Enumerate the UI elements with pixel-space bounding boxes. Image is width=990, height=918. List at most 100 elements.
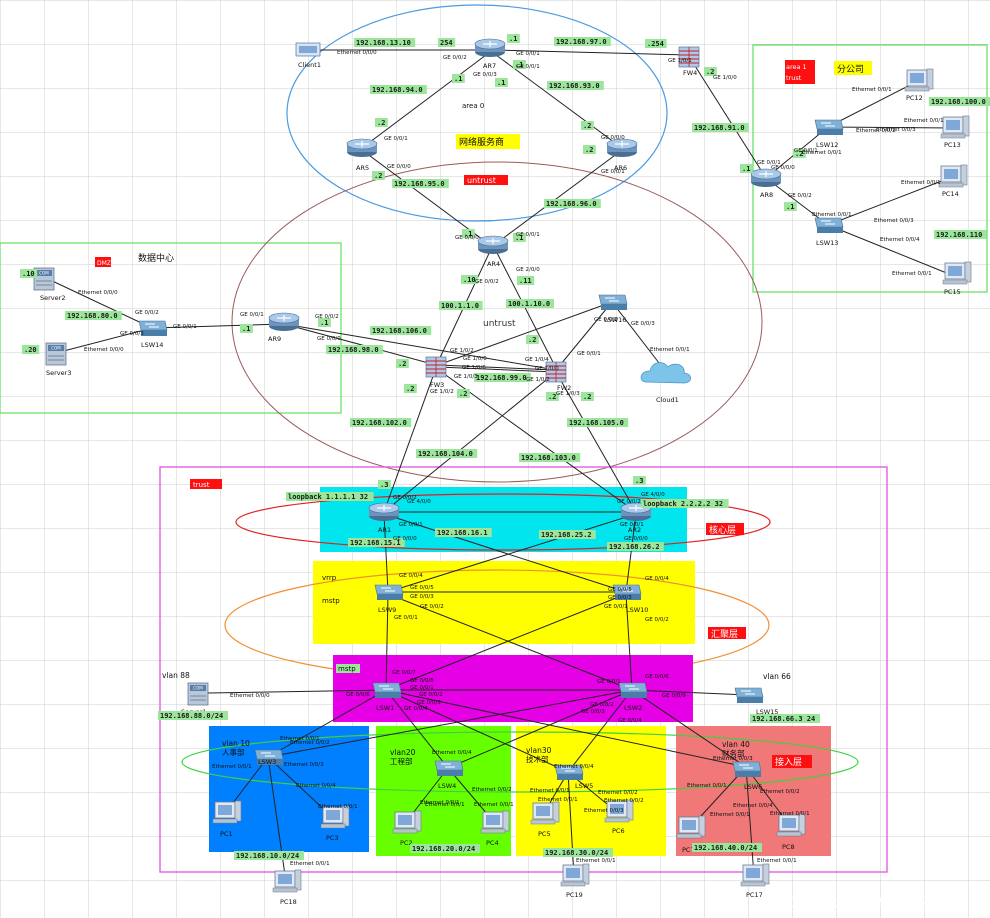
pc12-name: PC12: [906, 94, 923, 102]
fw3-device[interactable]: FW3: [425, 356, 447, 389]
lsw12-device[interactable]: LSW12: [814, 119, 844, 149]
area1-tag: area 1: [786, 63, 807, 71]
port-label: GE 0/0/1: [240, 312, 264, 318]
port-label: Ethernet 0/0/1: [538, 797, 578, 803]
lsw14-device[interactable]: LSW14: [138, 320, 168, 349]
port-label: GE 0/0/0: [387, 164, 411, 170]
port-label: Ethernet 0/0/1: [812, 212, 852, 218]
ip-chip: .1: [240, 324, 253, 333]
pc18-device[interactable]: PC18: [272, 869, 302, 906]
ip-label: .1: [509, 35, 517, 43]
ip-label: 192.168.13.10: [356, 39, 411, 47]
pc13-device[interactable]: PC13: [940, 115, 970, 149]
fw2-device[interactable]: FW2: [545, 361, 571, 392]
lsw6-device[interactable]: LSW6: [732, 761, 762, 791]
lsw5-device[interactable]: LSW5: [554, 764, 593, 790]
ip-label: .2: [583, 122, 591, 130]
ip-chip: 192.168.66.3 24: [750, 714, 820, 723]
pc15-device[interactable]: PC15: [942, 261, 972, 296]
port-label: GE 0/0/3: [631, 321, 655, 327]
port-label: Ethernet 0/0/1: [892, 271, 932, 277]
vlan40-dept: 财务部: [722, 748, 745, 758]
ar6-device[interactable]: AR6: [606, 138, 638, 172]
lsw4-device[interactable]: LSW4: [434, 760, 464, 790]
port-label: GE 0/0/1: [757, 160, 781, 166]
lsw16-name: LSW16: [604, 316, 626, 324]
port-label: GE 1/0/4: [525, 357, 549, 363]
pc7-device[interactable]: PC7: [676, 815, 706, 854]
pc5-name: PC5: [538, 830, 551, 838]
ip-label: loopback 2.2.2.2 32: [643, 500, 723, 508]
isp-label: 网络服务商: [459, 136, 504, 148]
ip-label: .11: [519, 277, 532, 285]
ar4-device[interactable]: AR4: [477, 235, 509, 268]
port-label: GE 0/0/1: [516, 51, 540, 57]
ip-chip: 192.168.80.0: [65, 311, 122, 320]
pc5-device[interactable]: PC5: [530, 801, 560, 838]
vlan30-dept: 技术部: [526, 754, 549, 764]
cloud1-device[interactable]: Cloud1: [640, 362, 692, 404]
lsw3-device[interactable]: LSW3: [254, 749, 284, 766]
lsw1-device[interactable]: LSW1: [372, 682, 402, 712]
vlan-labels: vlan 10 人事部 vlan20 工程部 vlan30 技术部 vlan 4…: [162, 671, 791, 766]
fw4-device[interactable]: FW4: [678, 46, 700, 77]
port-label: Ethernet 0/0/0: [230, 693, 270, 699]
lsw15-device[interactable]: LSW15: [734, 687, 778, 716]
trust-zone: [159, 466, 888, 873]
datacenter-label: 数据中心: [138, 252, 174, 264]
lsw9-device[interactable]: LSW9: [374, 584, 404, 614]
port-label: Ethernet 0/0/1: [425, 802, 465, 808]
pc12-device[interactable]: PC12: [904, 68, 934, 102]
pc6-device[interactable]: PC6: [604, 799, 634, 835]
lsw13-device[interactable]: LSW13: [814, 217, 844, 247]
port-label: GE 1/0/6: [462, 365, 486, 371]
port-label: GE 1/0/0: [463, 356, 487, 362]
lsw2-device[interactable]: LSW2: [618, 682, 648, 712]
pc4-device[interactable]: PC4: [480, 810, 510, 847]
port-label: Ethernet 0/0/3: [584, 808, 624, 814]
ip-label: 192.168.66.3 24: [752, 715, 815, 723]
ip-chip: 254: [438, 38, 456, 47]
pc2-device[interactable]: PC2: [392, 810, 422, 847]
ar8-name: AR8: [760, 191, 773, 199]
pc8-device[interactable]: PC8: [776, 813, 806, 851]
ar5-device[interactable]: AR5: [346, 138, 378, 172]
port-label: GE 0/0/0: [455, 235, 479, 241]
pc3-device[interactable]: PC3: [320, 805, 350, 842]
pc14-device[interactable]: PC14: [938, 164, 968, 198]
ar7-name: AR7: [483, 62, 496, 70]
port-label: Ethernet 0/0/1: [212, 764, 252, 770]
pc19-device[interactable]: PC19: [560, 863, 590, 899]
port-label: GE 0/0/2: [315, 314, 339, 320]
ip-chip: .2: [396, 359, 409, 368]
ip-label: .3: [380, 481, 388, 489]
pc1-device[interactable]: PC1: [212, 800, 242, 838]
ip-chip: 192.168.110: [934, 230, 987, 239]
ar9-device[interactable]: AR9: [268, 312, 300, 343]
ip-label: .2: [585, 146, 593, 154]
lsw10-device[interactable]: LSW10: [612, 584, 648, 614]
server2-name: Server2: [40, 294, 65, 302]
port-label: GE 0/0/3: [120, 331, 144, 337]
ip-label: .1: [786, 203, 794, 211]
port-label: Ethernet 0/0/1: [474, 802, 514, 808]
port-label: Ethernet 0/0/4: [733, 803, 773, 809]
ar7-device[interactable]: AR7: [474, 38, 506, 70]
client1-device[interactable]: Client1: [295, 42, 321, 69]
branch-trust-tag: trust: [786, 74, 802, 82]
pc6-name: PC6: [612, 827, 625, 835]
port-label: GE 0/0/5: [608, 587, 632, 593]
ip-label: 192.168.30.0/24: [545, 849, 608, 857]
ip-label: .20: [24, 346, 37, 354]
port-label: GE 4/0/0: [407, 499, 431, 505]
ar1-device[interactable]: AR1: [368, 502, 400, 534]
lsw16-device[interactable]: LSW16: [598, 294, 628, 324]
port-label: GE 0/0/6: [645, 674, 669, 680]
ip-label: 192.168.40.0/24: [694, 844, 757, 852]
dmz-tag: DMZ: [97, 260, 111, 267]
ar8-device[interactable]: AR8: [750, 168, 782, 199]
pc17-device[interactable]: PC17: [740, 863, 770, 899]
